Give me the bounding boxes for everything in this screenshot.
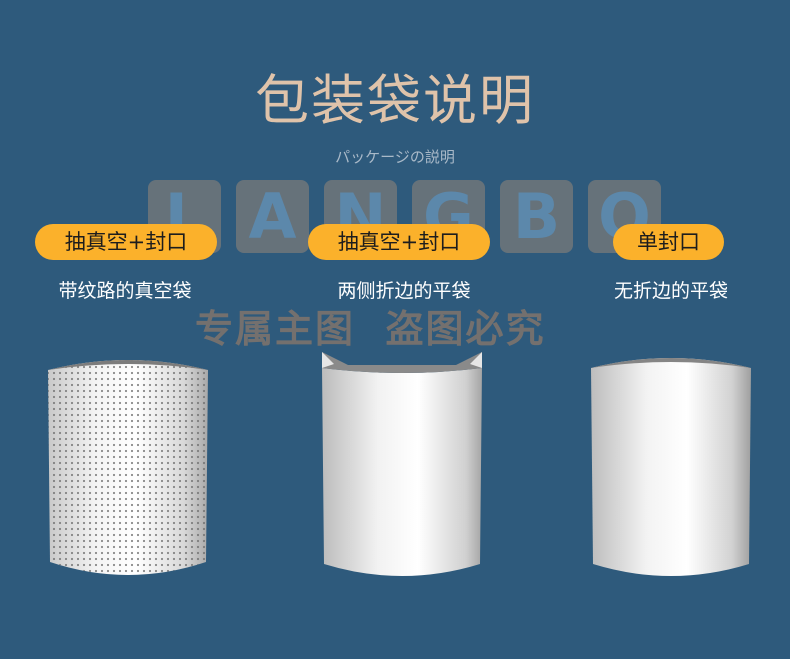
side-gusset-bag-image: [322, 352, 482, 576]
page-title: 包装袋说明: [255, 69, 535, 132]
product-description-3: 无折边的平袋: [613, 280, 728, 302]
page-subtitle: パッケージの説明: [335, 148, 455, 166]
tag-vacuum-seal-1: 抽真空+封口: [35, 224, 217, 260]
product-description-1: 带纹路的真空袋: [58, 280, 192, 302]
product-description-2: 两侧折边的平袋: [337, 280, 471, 302]
watermark-text: 专属主图 盗图必究: [195, 306, 546, 351]
tag-vacuum-seal-2: 抽真空+封口: [308, 224, 490, 260]
tag-single-seal: 单封口: [613, 224, 724, 260]
flat-bag-image: [591, 358, 751, 576]
textured-vacuum-bag-image: [48, 360, 208, 575]
watermark-letter: B: [500, 180, 573, 253]
watermark-letter: A: [236, 180, 309, 253]
